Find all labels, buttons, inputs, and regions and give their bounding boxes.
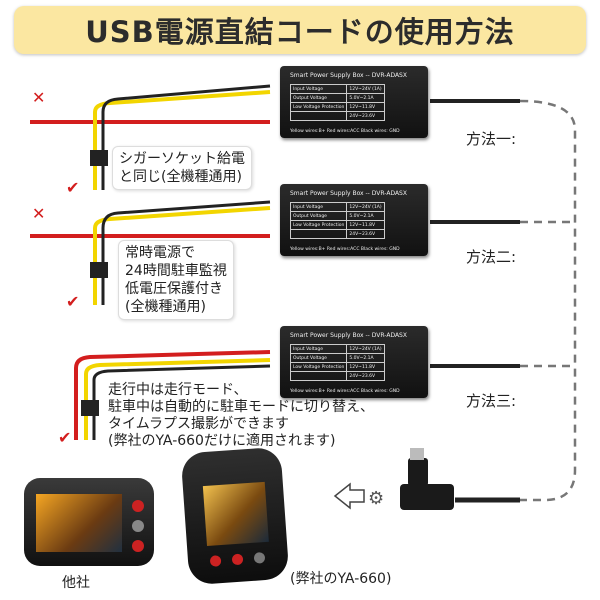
note-method-2: 常時電源で 24時間駐車監視 低電圧保護付き (全機種通用)	[118, 240, 234, 320]
note-method-3: 走行中は走行モード、 駐車中は自動的に駐車モードに切り替え、 タイムラプス撮影が…	[108, 382, 374, 449]
arrow-left-icon	[333, 482, 365, 510]
yellow-wire-1	[93, 90, 271, 190]
other-brand-camera	[24, 478, 154, 566]
method-1-label: 方法一:	[466, 130, 517, 148]
check-icon: ✔	[66, 292, 80, 311]
yellow-wire-2	[93, 206, 271, 305]
camera-screen	[202, 481, 269, 547]
dashed-connector	[455, 99, 577, 502]
ya660-camera	[180, 446, 290, 586]
check-icon: ✔	[66, 178, 80, 197]
ya660-label: (弊社のYA-660)	[290, 571, 392, 587]
black-wire-3	[92, 364, 271, 440]
title-banner: USB電源直結コードの使用方法	[14, 6, 586, 54]
camera-screen	[36, 494, 122, 552]
method-2-label: 方法二:	[466, 248, 517, 266]
note-method-1: シガーソケット給電 と同じ(全機種通用)	[112, 146, 252, 190]
other-brand-label: 他社	[62, 575, 90, 591]
black-wire-1	[101, 84, 271, 190]
power-box-1: Smart Power Supply Box -- DVR-ADASX Inpu…	[280, 66, 428, 138]
gear-icon: ⚙	[368, 488, 385, 509]
check-icon: ✔	[58, 428, 72, 447]
power-box-3: Smart Power Supply Box -- DVR-ADASX Inpu…	[280, 326, 428, 398]
cross-icon: ✕	[32, 204, 46, 223]
method-3-label: 方法三:	[466, 392, 517, 410]
yellow-wire-3	[84, 358, 271, 440]
page-title: USB電源直結コードの使用方法	[85, 15, 515, 49]
cross-icon: ✕	[32, 88, 46, 107]
red-wire-3	[74, 350, 271, 440]
power-box-2: Smart Power Supply Box -- DVR-ADASX Inpu…	[280, 184, 428, 256]
black-wire-2	[101, 200, 271, 305]
